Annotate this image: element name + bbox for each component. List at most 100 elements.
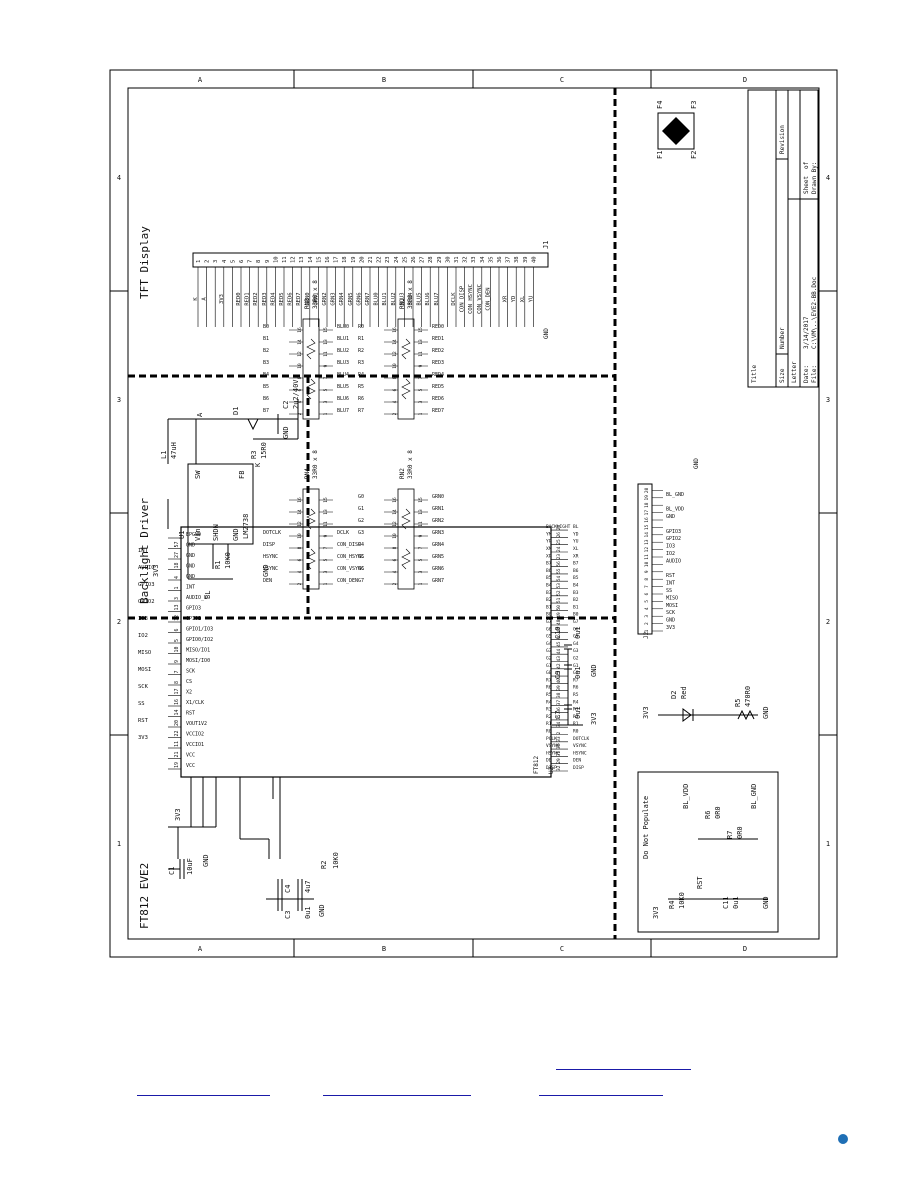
dnp-blgnd-net: BL_GND [750,784,758,809]
u2-left-pin-name: GND [186,564,195,570]
j2-pin-number: 4 [644,607,650,610]
u2-left-pin-number: 9 [174,660,180,663]
j1-pin-number: 16 [325,256,331,263]
u2-right-pin-name: PCLK [546,736,557,742]
u2-right-pin-name: YP [546,539,552,545]
rn1-left-pin-number: 2 [392,412,398,415]
j1-net-label: GRN7 [365,292,371,305]
u2-right-pin-net: B5 [573,575,579,581]
footer-link-4[interactable] [539,1095,663,1096]
bl-net: BL [204,591,212,599]
u2-right-pin-net: G4 [573,641,579,647]
j1-net-label: 3V3 [219,294,225,304]
r1-value: 10K0 [224,552,232,569]
rn3-right-pin-number: 3 [323,400,329,403]
dnp-border [637,771,779,933]
backlight-labels: SW FB Vin SHDN GND LM2738 U1 L1 47uH D1 … [152,379,300,599]
u2-right-pin-name: B7 [546,561,552,567]
u2-right-pin-net: R2 [573,714,579,720]
j1-net-label: DCLK [451,292,457,306]
j1-pin-number: 32 [463,256,469,263]
j1-connector [192,252,549,268]
u2-right-pin-name: B6 [546,568,552,574]
rn2-left-pin-number: 6 [392,558,398,561]
u2-right-pin-number: 48 [556,619,562,625]
u2-right-pin-number: 26 [556,532,562,538]
j2-pin-number: 13 [644,539,650,545]
u2-left-pin-name: EPGND [186,532,201,538]
footer-link-2[interactable] [137,1095,270,1096]
u2-left-pin-name: INT [186,585,195,591]
j1-pin-number: 23 [385,256,391,263]
rn3-right-net: BLU6 [337,396,349,402]
rn4-ref: RN4 [304,468,311,479]
j2-pin-number: 9 [644,570,650,573]
rn2-left-net: G5 [358,554,364,560]
u2-left-pin-number: 7 [174,670,180,673]
u2-left-pin-name: GPIO0/IO2 [186,637,213,643]
l1-value: 47uH [170,442,178,459]
u2-left-pin-number: 19 [174,762,180,768]
rn4-body [302,488,320,590]
u2-right-pin-net: B2 [573,597,579,603]
u2-left-pin-name: SCK [186,669,195,675]
number-label: Number [779,327,786,349]
footer-link-3[interactable] [323,1095,471,1096]
u2-left-pin-number: 22 [174,730,180,736]
u2-right-pin-name: HSYNC [546,750,560,756]
u2-part: FT812 [533,756,540,774]
u2-right-pin-name: R0 [546,729,552,735]
u2-right-pin-net: G1 [573,663,579,669]
rn1-right-net: RED5 [432,384,444,390]
u2-right-pin-number: 44 [556,648,562,654]
rn3-left-pin-number: 2 [297,412,303,415]
c3-ref: C3 [284,911,292,919]
publisher-logo-icon [838,1134,848,1144]
u2-left-pin-name: X1/CLK [186,700,204,706]
j1-pin-number: 27 [420,256,426,263]
border-row-left-3: 4 [117,174,121,182]
u2-right-pin-number: 53 [556,583,562,589]
rn4-left-net: HSYNC [263,554,278,560]
u2-body [180,526,552,778]
rn3-ref: RN3 [304,298,311,309]
footer-link-1[interactable] [556,1069,691,1070]
rn2-zigzag-2 [401,508,411,530]
j1-pin-number: 26 [411,256,417,263]
u2-right-pin-net: DEN [573,758,581,764]
j1-net-label: XL [520,295,526,302]
rn3-left-net: B1 [263,336,269,342]
r3-value: 15R0 [260,442,268,459]
d1-ref: D1 [232,407,240,415]
rn2-right-net: GRN1 [432,506,444,512]
rn1-left-net: R0 [358,324,364,330]
rn2-left-net: G6 [358,566,364,572]
c10-ref: C10 [554,626,562,639]
j1-net-label: CON_DISP [460,285,466,312]
fiducial-f3: F3 [690,101,698,109]
j2-net-label: GND [666,618,675,624]
rn3-zigzag-2 [306,338,316,360]
rn3-left-pin-number: 12 [297,351,303,357]
u2-right-pin-name: G7 [546,619,552,625]
j1-pin-number: 24 [394,256,400,263]
j2-net-label: GND [666,514,675,520]
rn4-value: 33R0 x 8 [312,450,319,479]
u2-right-pin-number: 31 [556,751,562,757]
u2-right-pin-name: DE [546,758,552,764]
dnp-blvdd-net: BL_VDD [682,784,690,809]
u2-left-pin-number: 17 [174,688,180,694]
j1-pin-number: 20 [359,256,365,263]
rn1-left-pin-number: 14 [392,339,398,345]
j1-pin-number: 37 [506,256,512,263]
j1-net-label: BLU7 [434,292,440,305]
rn1-right-net: RED6 [432,396,444,402]
j2-gnd: GND [693,458,700,469]
u2-right-pin-net: BL [573,524,579,530]
u2-right-pin-net: YU [573,539,579,545]
rn4-left-pin-number: 4 [297,570,303,573]
u2-right-pin-name: R2 [546,714,552,720]
